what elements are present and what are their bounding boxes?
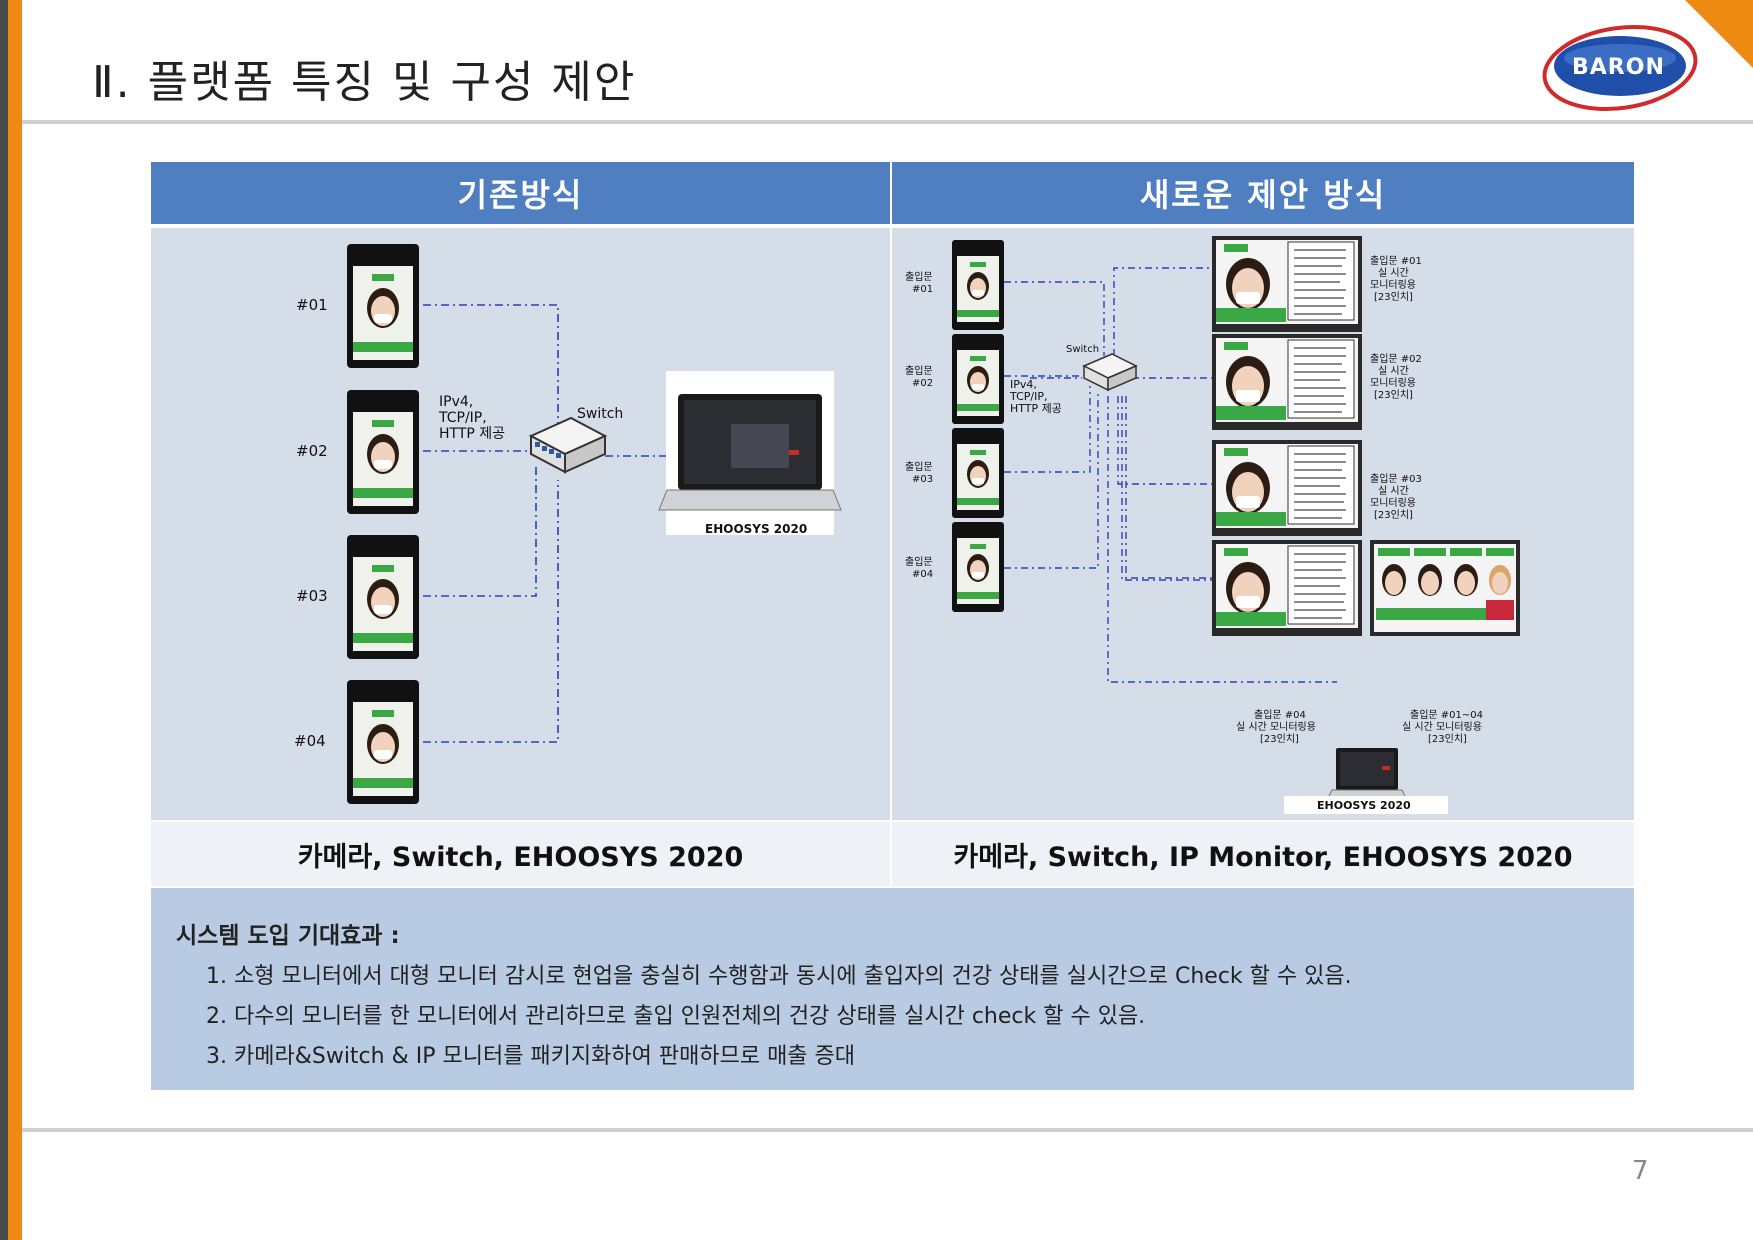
camera-03-icon	[347, 535, 419, 659]
left-caption: 카메라, Switch, EHOOSYS 2020	[151, 822, 890, 886]
switch-label-right: Switch	[1066, 344, 1099, 355]
ip-monitor-04-icon	[1211, 539, 1363, 637]
gate-label-04: 출입문	[905, 555, 933, 568]
gate-camera-02-icon	[952, 334, 1004, 424]
gate-camera-03-icon	[952, 428, 1004, 518]
gate-camera-04-icon	[952, 522, 1004, 612]
ip-monitor-quad-icon	[1370, 540, 1520, 636]
left-diagram: #01 #02 #03 #04 IPv4, TCP/IP, HTTP 제공 Sw…	[294, 244, 842, 804]
protocol-line-right-1: IPv4,	[1010, 378, 1037, 391]
page-title: Ⅱ. 플랫폼 특징 및 구성 제안	[92, 57, 637, 108]
monitor-03-label-4: [23인치]	[1374, 509, 1413, 521]
right-link-lines	[1004, 267, 1350, 683]
switch-label: Switch	[577, 406, 623, 422]
gate-number-03: #03	[912, 474, 933, 485]
left-accent-bar-orange	[8, 0, 22, 1240]
left-link-lines	[423, 304, 673, 743]
laptop-icon-right	[1284, 748, 1448, 814]
gate-number-01: #01	[912, 284, 933, 295]
monitor-01-label-3: 모니터링용	[1370, 279, 1416, 291]
gate-label-01: 출입문	[905, 270, 933, 283]
gate-number-04: #04	[912, 569, 933, 580]
gate-label-02: 출입문	[905, 364, 933, 377]
footer-rule	[22, 1128, 1753, 1132]
ip-monitor-01-icon	[1211, 235, 1363, 333]
laptop-label: EHOOSYS 2020	[705, 522, 807, 536]
switch-icon-right	[1083, 353, 1137, 391]
right-column-header: 새로운 제안 방식	[892, 162, 1634, 224]
benefit-item-1: 1. 소형 모니터에서 대형 모니터 감시로 현업을 충실히 수행함과 동시에 …	[206, 964, 1352, 989]
camera-02-icon	[347, 390, 419, 514]
protocol-line-right-3: HTTP 제공	[1010, 402, 1062, 415]
header-rule	[22, 120, 1753, 124]
page-number: 7	[1632, 1156, 1649, 1186]
monitor-02-label-3: 모니터링용	[1370, 377, 1416, 389]
left-accent-bar-dark	[0, 0, 8, 1240]
switch-icon	[530, 417, 606, 473]
monitor-04-label-1: 출입문 #04	[1254, 708, 1306, 721]
laptop-label-right: EHOOSYS 2020	[1317, 799, 1411, 812]
monitor-01-label-1: 출입문 #01	[1370, 254, 1422, 267]
gate-number-02: #02	[912, 378, 933, 389]
ip-monitor-02-icon	[1211, 333, 1363, 431]
monitor-02-label-4: [23인치]	[1374, 389, 1413, 401]
gate-camera-01-icon	[952, 240, 1004, 330]
camera-01-icon	[347, 244, 419, 368]
quad-monitor-label-1: 출입문 #01~04	[1410, 708, 1483, 721]
monitor-02-label-1: 출입문 #02	[1370, 352, 1422, 365]
protocol-line-3: HTTP 제공	[439, 426, 505, 442]
camera-04-icon	[347, 680, 419, 804]
benefits-box	[151, 888, 1634, 1090]
benefit-item-2: 2. 다수의 모니터를 한 모니터에서 관리하므로 출입 인원전체의 건강 상태…	[206, 1004, 1146, 1029]
monitor-03-label-2: 실 시간	[1378, 485, 1409, 497]
monitor-03-label-3: 모니터링용	[1370, 497, 1416, 509]
right-diagram: 출입문 #01 출입문 #02 출입문 #03 출입문 #04 Switch I…	[905, 235, 1520, 814]
right-caption: 카메라, Switch, IP Monitor, EHOOSYS 2020	[892, 822, 1634, 886]
camera-label-02: #02	[296, 442, 328, 460]
baron-logo	[1542, 25, 1698, 111]
benefits-title: 시스템 도입 기대효과 :	[176, 923, 400, 949]
protocol-line-right-2: TCP/IP,	[1009, 390, 1047, 403]
benefit-item-3: 3. 카메라&Switch & IP 모니터를 패키지화하여 판매하므로 매출 …	[206, 1044, 856, 1069]
left-column-header: 기존방식	[151, 162, 890, 224]
camera-label-01: #01	[296, 296, 328, 314]
monitor-01-label-2: 실 시간	[1378, 267, 1409, 279]
camera-label-03: #03	[296, 587, 328, 605]
monitor-03-label-1: 출입문 #03	[1370, 472, 1422, 485]
quad-monitor-label-2: 실 시간 모니터링용	[1402, 721, 1482, 733]
ip-monitor-03-icon	[1211, 439, 1363, 537]
quad-monitor-label-3: [23인치]	[1428, 733, 1467, 745]
monitor-01-label-4: [23인치]	[1374, 291, 1413, 303]
monitor-04-label-2: 실 시간 모니터링용	[1236, 721, 1316, 733]
column-divider	[890, 162, 892, 886]
logo-text: BARON	[1572, 55, 1665, 80]
protocol-line-2: TCP/IP,	[438, 410, 487, 426]
monitor-02-label-2: 실 시간	[1378, 365, 1409, 377]
monitor-04-label-3: [23인치]	[1260, 733, 1299, 745]
protocol-line-1: IPv4,	[439, 394, 473, 410]
camera-label-04: #04	[294, 732, 326, 750]
laptop-icon	[658, 371, 842, 535]
gate-label-03: 출입문	[905, 460, 933, 473]
